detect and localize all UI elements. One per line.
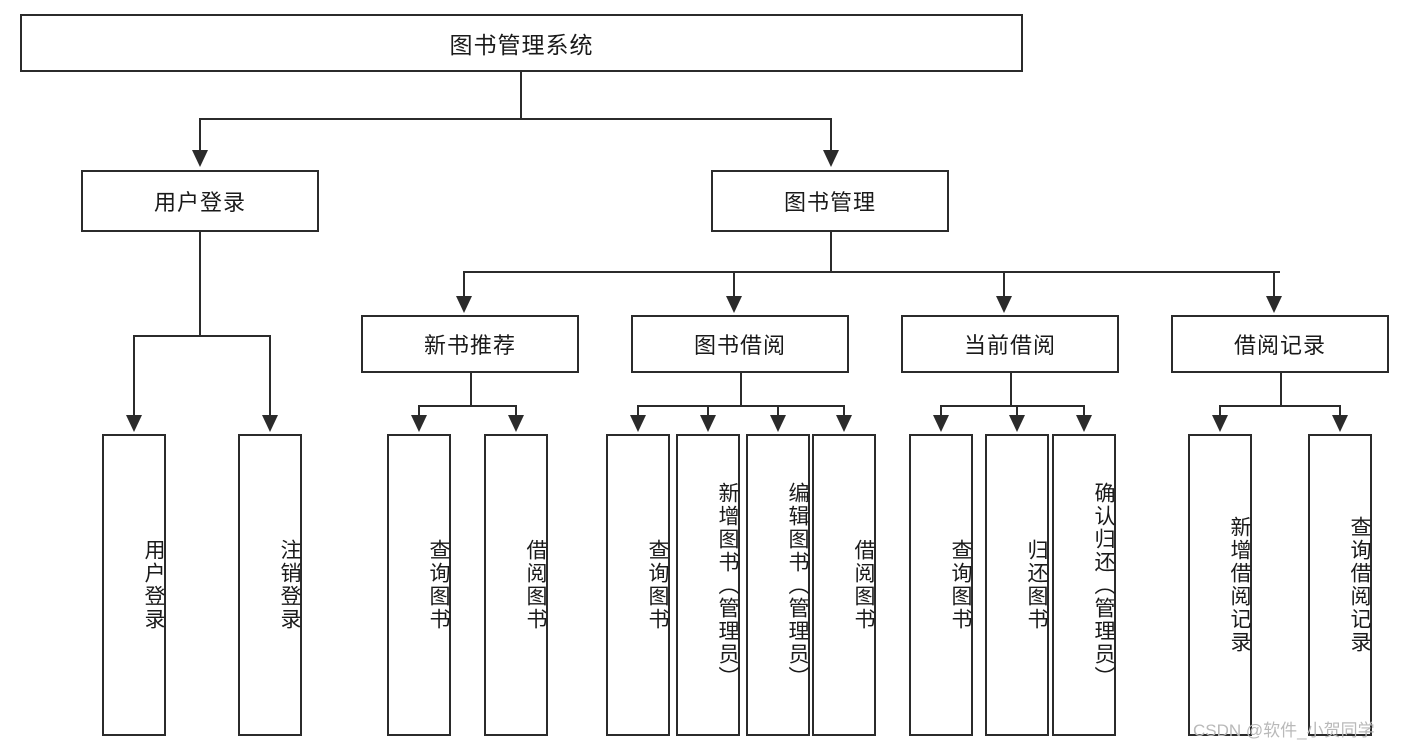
connector-level3-bar [463, 271, 1280, 273]
connector-recommend-drop-2 [515, 405, 517, 417]
leaf-label: 确认归还（管理员） [1092, 481, 1115, 689]
arrow-to-leaf-query-book-3 [933, 415, 949, 432]
connector-bookborrow-drop-4 [843, 405, 845, 417]
connector-currentborrow-drop-1 [940, 405, 942, 417]
arrow-to-leaf-logout-login [262, 415, 278, 432]
leaf-borrow-book-2[interactable]: 借阅图书 [812, 434, 876, 736]
node-book-management[interactable]: 图书管理 [711, 170, 949, 232]
arrow-to-current-borrow [996, 296, 1012, 313]
connector-level3-drop-2 [733, 271, 735, 298]
connector-bookborrow-drop-1 [637, 405, 639, 417]
leaf-label: 查询借阅记录 [1348, 516, 1371, 654]
connector-bookborrow-stem [740, 373, 742, 406]
connector-currentborrow-stem [1010, 373, 1012, 406]
arrow-to-leaf-return-book [1009, 415, 1025, 432]
leaf-query-book-2[interactable]: 查询图书 [606, 434, 670, 736]
connector-user-login-drop-2 [269, 335, 271, 417]
connector-currentborrow-drop-2 [1016, 405, 1018, 417]
leaf-add-book[interactable]: 新增图书（管理员） [676, 434, 740, 736]
leaf-logout-login[interactable]: 注销登录 [238, 434, 302, 736]
connector-borrowrecord-drop-1 [1219, 405, 1221, 417]
leaf-label: 查询图书 [427, 539, 450, 631]
leaf-user-login[interactable]: 用户登录 [102, 434, 166, 736]
arrow-to-book-borrow [726, 296, 742, 313]
arrow-to-leaf-confirm-return [1076, 415, 1092, 432]
leaf-label: 新增借阅记录 [1228, 516, 1251, 654]
connector-level2-bar [199, 118, 831, 120]
connector-user-login-drop-1 [133, 335, 135, 417]
connector-recommend-bar [418, 405, 517, 407]
leaf-confirm-return[interactable]: 确认归还（管理员） [1052, 434, 1116, 736]
arrow-to-user-login [192, 150, 208, 167]
connector-root-stem [520, 72, 522, 119]
leaf-query-book-3[interactable]: 查询图书 [909, 434, 973, 736]
arrow-to-borrow-record [1266, 296, 1282, 313]
connector-recommend-drop-1 [418, 405, 420, 417]
arrow-to-leaf-query-book-2 [630, 415, 646, 432]
connector-level2-drop-right [830, 118, 832, 152]
arrow-to-leaf-user-login [126, 415, 142, 432]
leaf-edit-book[interactable]: 编辑图书（管理员） [746, 434, 810, 736]
connector-level3-drop-3 [1003, 271, 1005, 298]
connector-borrowrecord-stem [1280, 373, 1282, 406]
connector-recommend-stem [470, 373, 472, 406]
leaf-borrow-book-1[interactable]: 借阅图书 [484, 434, 548, 736]
node-borrow-record[interactable]: 借阅记录 [1171, 315, 1389, 373]
node-book-borrow[interactable]: 图书借阅 [631, 315, 849, 373]
connector-bookborrow-drop-3 [777, 405, 779, 417]
arrow-to-leaf-edit-book [770, 415, 786, 432]
arrow-to-book-management [823, 150, 839, 167]
connector-book-mgmt-stem [830, 232, 832, 272]
arrow-to-leaf-borrow-book-1 [508, 415, 524, 432]
connector-currentborrow-bar [940, 405, 1084, 407]
leaf-label: 新增图书（管理员） [716, 481, 739, 689]
connector-borrowrecord-drop-2 [1339, 405, 1341, 417]
leaf-label: 借阅图书 [852, 539, 875, 631]
leaf-label: 编辑图书（管理员） [786, 481, 809, 689]
node-root-system[interactable]: 图书管理系统 [20, 14, 1023, 72]
connector-currentborrow-drop-3 [1083, 405, 1085, 417]
arrow-to-new-book-recommend [456, 296, 472, 313]
arrow-to-leaf-query-record [1332, 415, 1348, 432]
leaf-query-record[interactable]: 查询借阅记录 [1308, 434, 1372, 736]
leaf-label: 查询图书 [646, 539, 669, 631]
leaf-query-book-1[interactable]: 查询图书 [387, 434, 451, 736]
leaf-label: 借阅图书 [524, 539, 547, 631]
connector-bookborrow-drop-2 [707, 405, 709, 417]
leaf-label: 注销登录 [278, 539, 301, 631]
connector-user-login-bar [133, 335, 271, 337]
connector-level3-drop-1 [463, 271, 465, 298]
leaf-add-record[interactable]: 新增借阅记录 [1188, 434, 1252, 736]
leaf-label: 归还图书 [1025, 539, 1048, 631]
arrow-to-leaf-add-record [1212, 415, 1228, 432]
connector-borrowrecord-bar [1219, 405, 1340, 407]
arrow-to-leaf-add-book [700, 415, 716, 432]
node-user-login[interactable]: 用户登录 [81, 170, 319, 232]
node-new-book-recommend[interactable]: 新书推荐 [361, 315, 579, 373]
connector-bookborrow-bar [637, 405, 844, 407]
arrow-to-leaf-query-book-1 [411, 415, 427, 432]
node-current-borrow[interactable]: 当前借阅 [901, 315, 1119, 373]
connector-level2-drop-left [199, 118, 201, 152]
leaf-label: 查询图书 [949, 539, 972, 631]
arrow-to-leaf-borrow-book-2 [836, 415, 852, 432]
connector-level3-drop-4 [1273, 271, 1275, 298]
leaf-label: 用户登录 [142, 539, 165, 631]
leaf-return-book[interactable]: 归还图书 [985, 434, 1049, 736]
connector-user-login-stem [199, 232, 201, 336]
